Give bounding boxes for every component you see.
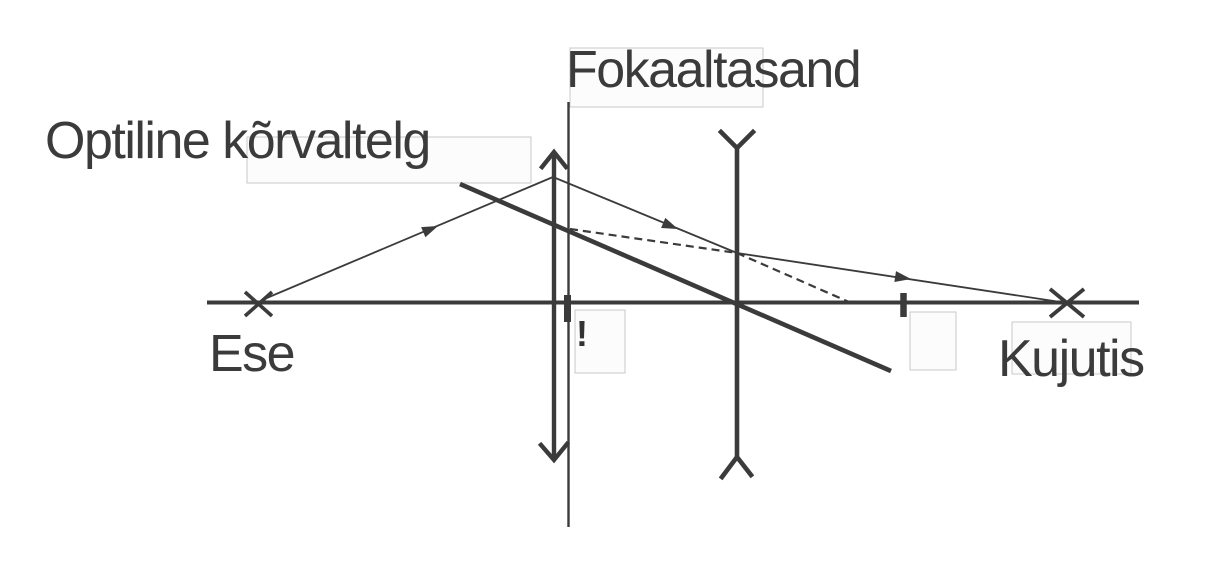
incident-ray-arrowhead — [421, 226, 438, 238]
converging-lens-arrow-bottom — [537, 440, 571, 464]
object-x-mark-stroke-2 — [243, 290, 274, 318]
refracted-ray-arrowhead — [894, 271, 911, 283]
focal-plane-label: Fokaaltasand — [566, 41, 860, 99]
answer-box-focal-point[interactable] — [909, 311, 957, 371]
construction-dash-forward — [736, 251, 850, 304]
diverging-lens-fork-bottom — [718, 453, 755, 481]
labels-layer: Optiline kõrvaltelg Fokaaltasand Ese Kuj… — [45, 41, 1146, 388]
middle-ray-arrowhead — [661, 217, 678, 229]
incident-ray — [261, 176, 554, 301]
alert-exclamation-mark: ! — [576, 313, 588, 354]
diverging-lens-fork-top — [717, 128, 757, 152]
image-label: Kujutis — [998, 330, 1144, 388]
shapes-layer — [207, 47, 1139, 527]
auxiliary-optical-axis-line — [459, 181, 892, 374]
answer-box-image[interactable] — [1011, 321, 1132, 375]
auxiliary-axis-label: Optiline kõrvaltelg — [45, 112, 430, 170]
middle-ray — [552, 176, 738, 254]
answer-box-auxiliary-axis[interactable] — [246, 136, 532, 184]
converging-lens-arrow-top — [538, 148, 570, 171]
image-x-mark-stroke-2 — [1048, 287, 1086, 319]
object-label: Ese — [209, 325, 294, 383]
answer-box-alert[interactable] — [574, 309, 626, 374]
answer-box-focal-plane[interactable] — [569, 47, 764, 108]
construction-dash-backward — [569, 227, 738, 255]
